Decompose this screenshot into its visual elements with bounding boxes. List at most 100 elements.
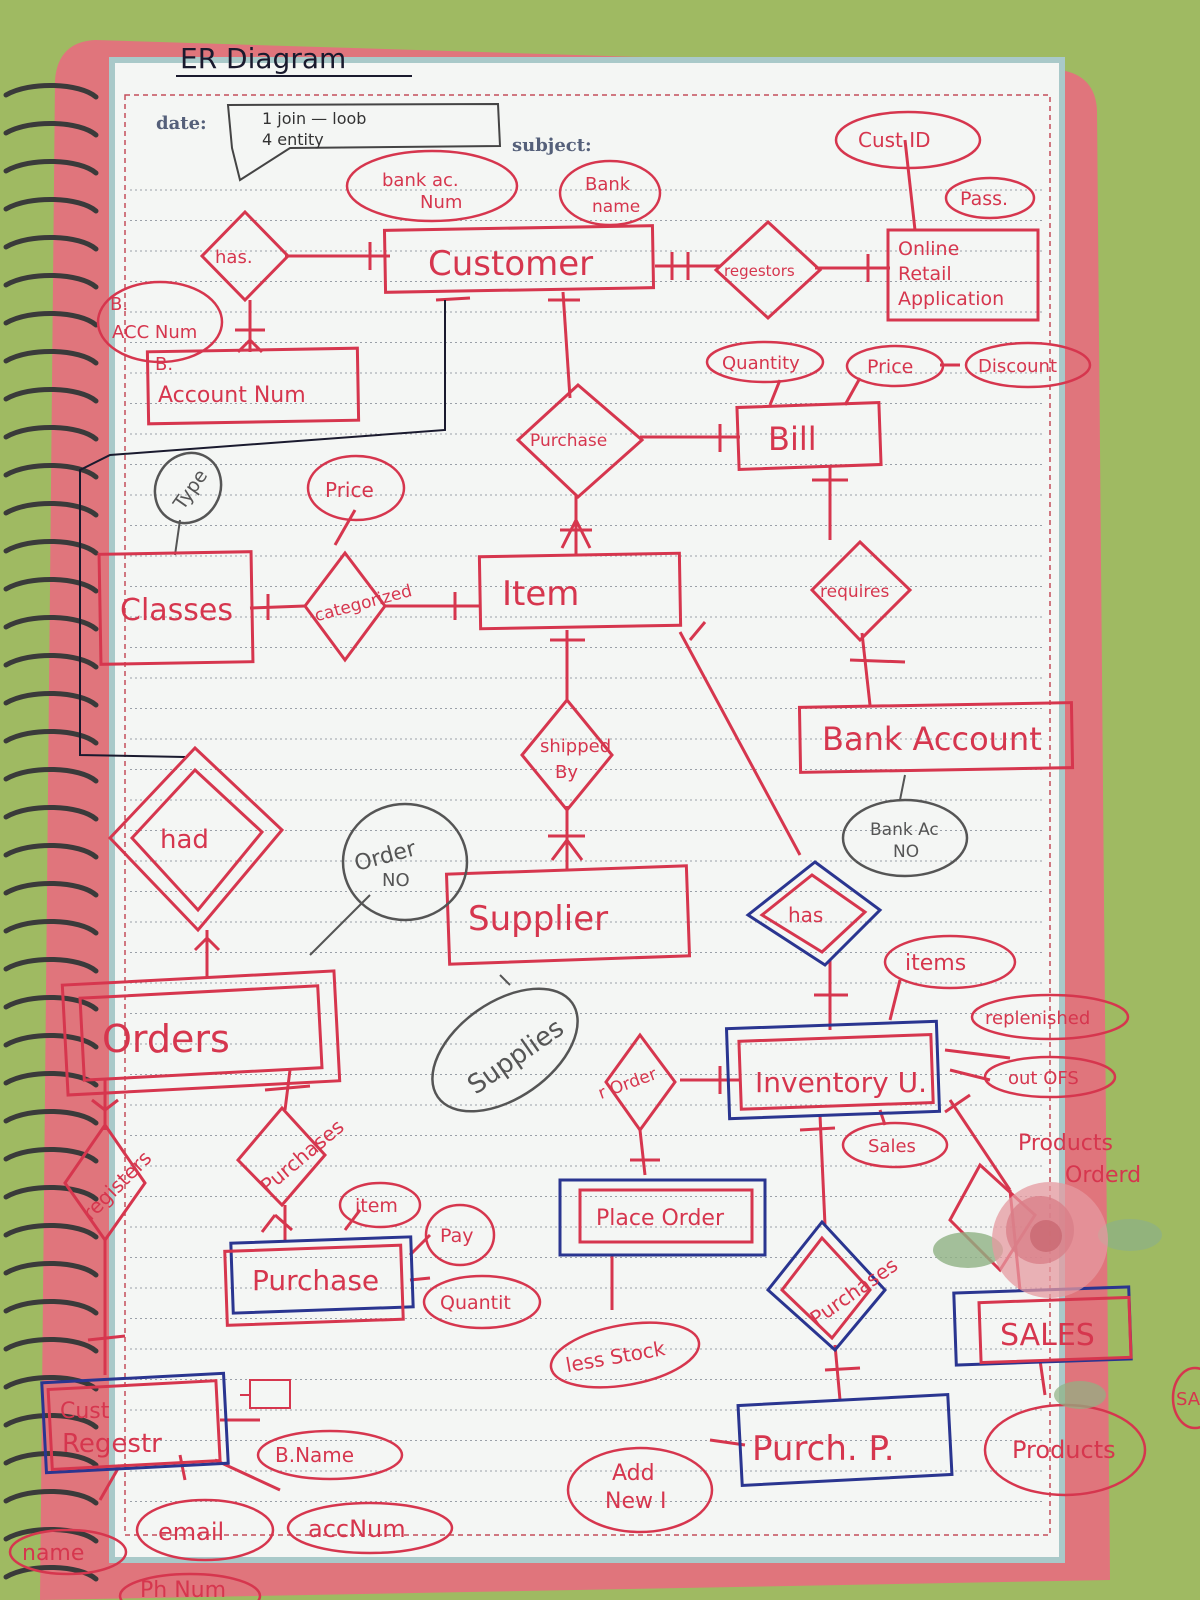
- cardinality-marks: [87, 242, 971, 1372]
- entity-purch-p[interactable]: Purch. P.: [736, 1392, 954, 1488]
- attr-products-ordered-line2: Orderd: [1065, 1163, 1141, 1188]
- spiral-ring: [3, 1451, 99, 1468]
- entities: Customer Online Retail Application B. Ac…: [40, 224, 1133, 1488]
- attr-pay-label: Pay: [440, 1225, 474, 1247]
- spiral-ring: [3, 1261, 99, 1278]
- attr-acc-num-label: accNum: [308, 1515, 406, 1543]
- spiral-ring: [3, 1033, 99, 1050]
- attr-b-acc-num[interactable]: B. ACC Num: [96, 280, 224, 364]
- attr-email[interactable]: email: [135, 1498, 275, 1562]
- attr-discount-label: Discount: [978, 356, 1057, 377]
- entity-cust-register[interactable]: Cust Regestr: [40, 1371, 230, 1475]
- attr-price-item[interactable]: Price: [306, 454, 406, 522]
- entity-customer[interactable]: Customer: [382, 224, 656, 294]
- relationship-registers[interactable]: regestors: [713, 219, 823, 321]
- entity-ora-line1: Online: [898, 238, 959, 260]
- spiral-ring: [3, 919, 99, 936]
- dark-connectors: [79, 300, 446, 758]
- attr-bank-name[interactable]: Bank name: [558, 159, 662, 227]
- entity-bank-account[interactable]: Bank Account: [797, 701, 1075, 774]
- attr-order-no[interactable]: Order NO: [341, 802, 469, 922]
- entity-item-label: Item: [502, 574, 579, 614]
- attr-price-bill[interactable]: Price: [845, 344, 945, 388]
- spiral-ring: [3, 425, 99, 442]
- attr-bank-ac-no[interactable]: Bank Ac NO: [841, 798, 969, 878]
- attr-discount[interactable]: Discount: [964, 341, 1092, 389]
- entity-place-order[interactable]: Place Order: [558, 1178, 767, 1257]
- attr-name[interactable]: name: [8, 1528, 128, 1576]
- relationship-purchase-label: Purchase: [530, 431, 607, 451]
- spiral-ring: [3, 653, 99, 670]
- entity-classes[interactable]: Classes: [97, 550, 255, 666]
- spiral-ring: [3, 463, 99, 480]
- entity-orders-label: Orders: [102, 1017, 230, 1061]
- attr-b-name-label: B.Name: [275, 1443, 354, 1467]
- spiral-ring: [3, 1147, 99, 1164]
- rose-sticker: [933, 1182, 1162, 1409]
- attr-pay[interactable]: Pay: [424, 1203, 496, 1267]
- attr-ph-num[interactable]: Ph Num: [118, 1572, 262, 1600]
- entity-inventory[interactable]: Inventory U.: [724, 1019, 942, 1121]
- attr-bank-name-line2: name: [592, 197, 640, 217]
- attr-pass[interactable]: Pass.: [944, 176, 1036, 220]
- entity-cust-register-line2: Regestr: [62, 1429, 162, 1459]
- spiral-ring: [3, 1109, 99, 1126]
- spiral-ring: [3, 957, 99, 974]
- date-label: date:: [156, 113, 207, 134]
- attr-order-no-line2: NO: [382, 870, 410, 891]
- attr-bank-ac-num[interactable]: bank ac. Num: [345, 149, 519, 223]
- attr-products[interactable]: Products: [983, 1403, 1147, 1497]
- entity-ban-line1: B.: [155, 354, 173, 375]
- attr-ph-num-label: Ph Num: [140, 1578, 226, 1600]
- entity-ora-line2: Retail: [898, 263, 952, 285]
- relationship-requires-label: requires: [820, 582, 889, 602]
- attr-quantity-label: Quantity: [722, 353, 800, 374]
- entity-item[interactable]: Item: [477, 551, 683, 631]
- spiral-ring: [3, 539, 99, 556]
- entity-online-retail-application[interactable]: Online Retail Application: [886, 228, 1040, 322]
- connector-lines: [98, 139, 1047, 1501]
- attr-sa[interactable]: SA: [1171, 1366, 1200, 1430]
- attr-b-name[interactable]: B.Name: [256, 1429, 404, 1481]
- relationship-shipped-by[interactable]: shipped By: [520, 697, 614, 813]
- entity-purchase[interactable]: Purchase: [223, 1235, 415, 1327]
- spiral-binding: [3, 83, 99, 1582]
- attr-replenished[interactable]: replenished: [970, 993, 1130, 1041]
- attr-out-ofs[interactable]: out OFS: [983, 1055, 1117, 1099]
- spiral-ring: [3, 1337, 99, 1354]
- attr-sales-label: Sales: [868, 1136, 916, 1157]
- spiral-ring: [3, 501, 99, 518]
- attr-bank-ac-num-line1: bank ac.: [382, 170, 459, 191]
- entity-orders[interactable]: Orders: [60, 969, 342, 1097]
- spiral-ring: [3, 273, 99, 290]
- spiral-ring: [3, 1565, 99, 1582]
- attr-cust-id[interactable]: Cust ID: [834, 110, 982, 170]
- relationship-has-top[interactable]: has.: [199, 209, 291, 303]
- entity-sales[interactable]: SALES: [952, 1285, 1133, 1367]
- entity-ora-line3: Application: [898, 288, 1004, 310]
- spiral-ring: [3, 577, 99, 594]
- spiral-ring: [3, 1185, 99, 1202]
- date-note-line1: 1 join — loob: [262, 109, 366, 128]
- spiral-ring: [3, 881, 99, 898]
- attr-sales[interactable]: Sales: [841, 1121, 949, 1169]
- attr-items[interactable]: items: [883, 934, 1017, 990]
- entity-supplier[interactable]: Supplier: [444, 864, 692, 966]
- relationship-purchase[interactable]: Purchase: [515, 382, 645, 500]
- relationship-has-inventory-label: has: [788, 903, 823, 927]
- relationship-shipped-by-line2: By: [555, 762, 578, 783]
- attr-acc-num[interactable]: accNum: [286, 1501, 454, 1555]
- entity-bill[interactable]: Bill: [735, 400, 883, 472]
- attr-quantity-purchase[interactable]: Quantit: [422, 1274, 542, 1330]
- entity-sales-label: SALES: [1000, 1318, 1095, 1353]
- relationship-had[interactable]: had: [107, 745, 285, 933]
- attr-item[interactable]: item: [338, 1181, 422, 1229]
- relationship-requires[interactable]: requires: [809, 539, 913, 643]
- attr-add-new-i[interactable]: Add New I: [566, 1446, 714, 1534]
- attr-sa-label: SA: [1176, 1389, 1200, 1410]
- attr-quantity[interactable]: Quantity: [705, 340, 825, 384]
- spiral-ring: [3, 767, 99, 784]
- relationship-has-inventory[interactable]: has: [745, 860, 883, 967]
- entity-bank-account-num[interactable]: B. Account Num: [145, 346, 361, 426]
